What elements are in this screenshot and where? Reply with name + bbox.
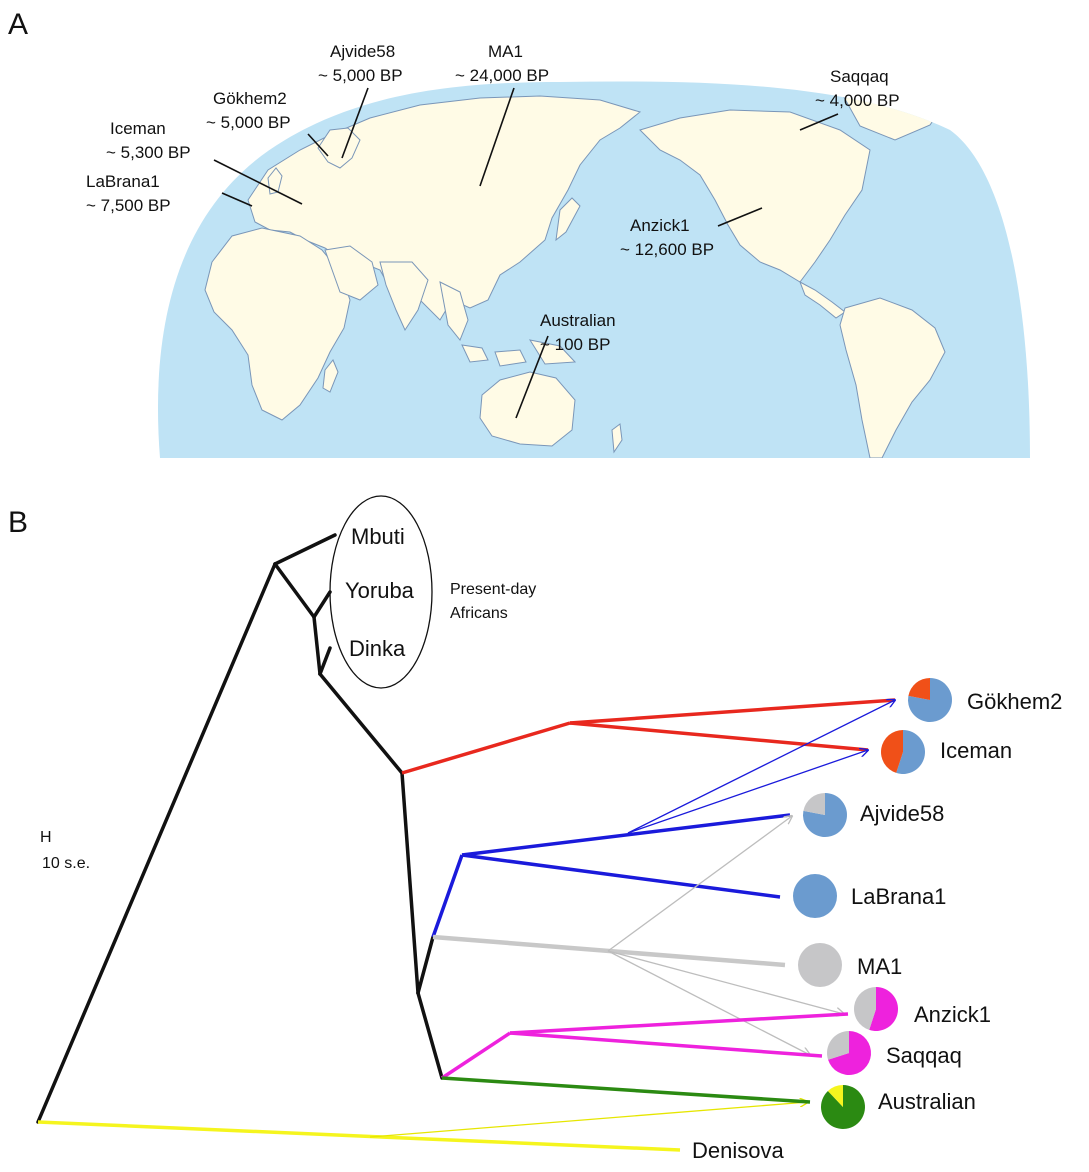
pie-slice-gray [853,987,876,1030]
landmass-south-america [839,297,946,459]
pie-anzick1 [853,987,898,1031]
pie-slice-orange [908,678,930,700]
svg-text:Australian: Australian [540,311,616,330]
pie-slice-magenta [869,987,898,1031]
admixture-arrow-blue-iceman [627,750,868,834]
landmass-british-isles [267,167,283,195]
pie-slice-blue [803,793,848,837]
map-label-saqqaq: Saqqaq ~ 4,000 BP [799,67,900,131]
svg-text:Ajvide58: Ajvide58 [330,42,395,61]
branch-green-australian [441,1076,811,1104]
leaf-label-yoruba: Yoruba [345,578,415,603]
leaf-label-ajvide58: Ajvide58 [860,801,944,826]
panel-b-tree: B H 10 s.e. Mbuti Yoruba Dinka Present-d… [0,470,1089,1167]
svg-text:~ 5,300 BP: ~ 5,300 BP [106,143,191,162]
landmass-australia [479,371,576,447]
map-label-iceman: Iceman ~ 5,300 BP [106,119,303,205]
admixture-arrow-blue-gokhem2 [627,700,895,834]
map-label-anzick1: Anzick1 ~ 12,600 BP [620,207,763,259]
pie-saqqaq [827,1031,872,1075]
pie-iceman [881,730,926,775]
landmass-new-zealand [611,423,623,454]
pie-slice-orange [881,730,903,773]
africans-group-label-1: Present-day [450,581,536,598]
svg-text:Gökhem2: Gökhem2 [213,89,287,108]
pie-slice-gray [827,1031,849,1060]
landmass-africa [204,227,351,421]
world-map: A Ajvide58 [8,8,1030,459]
branch-magenta [441,1012,849,1080]
tree-backbone [36,533,444,1124]
svg-text:~ 7,500 BP: ~ 7,500 BP [86,196,171,215]
leaf-label-saqqaq: Saqqaq [886,1043,962,1068]
map-label-labrana1: LaBrana1 ~ 7,500 BP [86,172,253,215]
map-label-ma1: MA1 ~ 24,000 BP [455,42,549,187]
leaf-label-gokhem2: Gökhem2 [967,689,1062,714]
svg-text:MA1: MA1 [488,42,523,61]
landmass-arabia [324,245,379,301]
pie-slice-gray [798,943,842,987]
pie-ma1 [798,943,842,987]
svg-text:~ 100 BP: ~ 100 BP [540,335,610,354]
landmass-north-america [639,109,871,283]
admixture-arrow-gray-ajvide58 [607,816,792,952]
landmass-india [379,261,429,332]
admixture-tree: B H 10 s.e. Mbuti Yoruba Dinka Present-d… [8,495,1062,1163]
pie-slice-yellow [827,1085,843,1107]
leaf-label-labrana1: LaBrana1 [851,884,946,909]
leaf-label-anzick1: Anzick1 [914,1002,991,1027]
svg-text:~ 5,000 BP: ~ 5,000 BP [206,113,291,132]
pie-gökhem2 [908,678,953,722]
leaf-label-denisova: Denisova [692,1138,784,1163]
pie-ajvide58 [803,793,848,837]
branch-blue [431,813,791,938]
landmass-madagascar [322,359,339,393]
landmass-central-america [799,280,846,319]
map-label-ajvide58: Ajvide58 ~ 5,000 BP [318,42,403,159]
leaf-label-ma1: MA1 [857,954,902,979]
svg-text:Iceman: Iceman [110,119,166,138]
pie-slice-gray [803,793,825,815]
leaf-label-iceman: Iceman [940,738,1012,763]
map-label-australian: Australian ~ 100 BP [515,311,616,419]
admixture-pies [793,678,953,1129]
pie-labrana1 [793,874,837,918]
branch-denisova [37,1120,681,1152]
landmass-southeast-asia [439,281,469,341]
svg-text:Anzick1: Anzick1 [630,216,690,235]
leaf-label-dinka: Dinka [349,636,406,661]
svg-text:Saqqaq: Saqqaq [830,67,889,86]
landmass-japan [555,197,581,242]
pie-australian [821,1085,865,1129]
svg-text:~ 24,000 BP: ~ 24,000 BP [455,66,549,85]
svg-text:LaBrana1: LaBrana1 [86,172,160,191]
scale-bar: H 10 s.e. [40,829,90,872]
svg-text:~ 5,000 BP: ~ 5,000 BP [318,66,403,85]
panel-letter-a: A [8,8,28,41]
pie-slice-blue [793,874,837,918]
leaf-label-australian: Australian [878,1089,976,1114]
svg-text:H: H [40,829,52,846]
pie-slice-blue [896,730,926,775]
pie-slice-blue [908,678,953,722]
admixture-arrow-denisova-australian [369,1102,808,1138]
panel-letter-b: B [8,506,28,539]
pie-slice-magenta [828,1031,872,1075]
svg-text:~ 4,000 BP: ~ 4,000 BP [815,91,900,110]
africans-group-label-2: Africans [450,605,508,622]
admixture-arrow-gray-anzick1 [607,950,844,1014]
map-label-gokhem2: Gökhem2 ~ 5,000 BP [206,89,329,157]
admixture-arrow-gray-saqqaq [607,950,810,1055]
panel-a-map: A Ajvide58 [0,0,1089,470]
svg-text:~ 12,600 BP: ~ 12,600 BP [620,240,714,259]
branch-red [401,698,896,775]
leaf-label-mbuti: Mbuti [351,524,405,549]
svg-text:10 s.e.: 10 s.e. [42,855,90,872]
